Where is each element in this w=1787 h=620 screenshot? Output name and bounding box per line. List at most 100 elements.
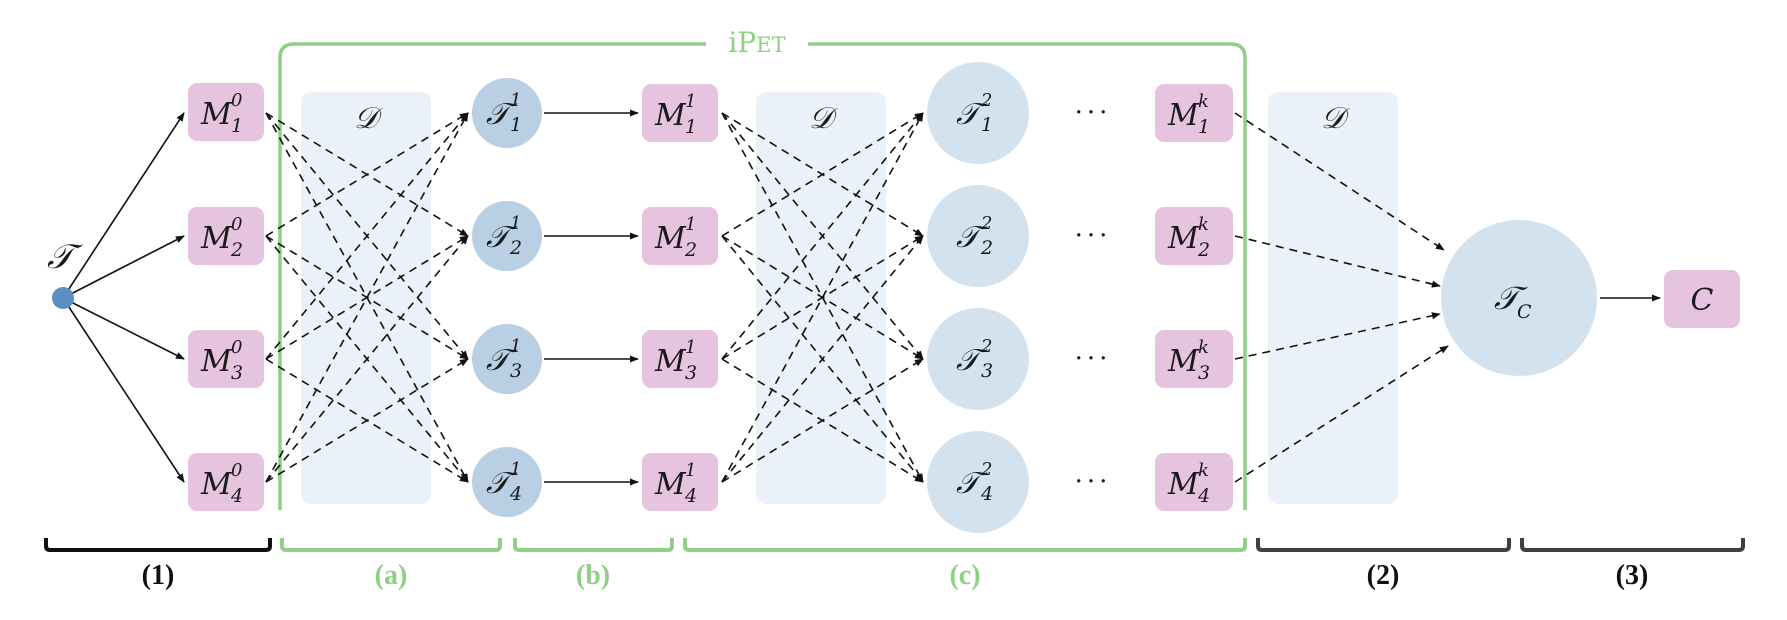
svg-text:2: 2: [980, 237, 993, 259]
svg-text:4: 4: [684, 485, 697, 507]
genk-model-3: M k 3: [1155, 330, 1233, 388]
svg-text:M: M: [1167, 98, 1200, 133]
edges: [62, 109, 1661, 486]
edge-gen0-4-to-task1-3: [265, 358, 469, 483]
genk-model-1: M k 1: [1155, 84, 1233, 142]
task2-1: 𝒯 2 1: [927, 62, 1029, 164]
edge-input-to-gen0-4: [62, 297, 185, 483]
gen0-model-2: M 0 2: [188, 207, 264, 265]
task2-2: 𝒯 2 2: [927, 185, 1029, 287]
bracket-2: [1256, 538, 1511, 552]
stage-label-2: (2): [1367, 560, 1400, 591]
svg-text:M: M: [1167, 344, 1200, 379]
task1-2: 𝒯 1 2: [472, 201, 542, 271]
svg-text:2: 2: [980, 213, 992, 234]
dots-row-2: ···: [1075, 221, 1112, 251]
svg-text:1: 1: [510, 114, 522, 136]
edge-input-to-gen0-3: [62, 297, 185, 360]
svg-text:2: 2: [980, 90, 992, 111]
svg-text:k: k: [1198, 214, 1209, 235]
genk-model-2: M k 2: [1155, 207, 1233, 265]
svg-text:2: 2: [684, 239, 697, 261]
edge-gen1-2-to-task2-1: [721, 112, 924, 237]
svg-text:3: 3: [1198, 362, 1210, 384]
svg-text:3: 3: [685, 362, 697, 384]
dots-row-4: ···: [1075, 467, 1112, 497]
task1-1: 𝒯 1 1: [472, 78, 542, 148]
svg-text:1: 1: [981, 114, 993, 136]
edge-input-to-gen0-1: [62, 112, 185, 299]
svg-text:2: 2: [980, 459, 992, 480]
svg-text:1: 1: [685, 91, 696, 112]
svg-text:M: M: [654, 467, 687, 502]
svg-text:3: 3: [981, 360, 993, 382]
task2-3: 𝒯 2 3: [927, 308, 1029, 410]
stage-label-c: (c): [949, 560, 980, 591]
input-task-label: 𝒯: [47, 237, 83, 277]
svg-text:M: M: [200, 221, 233, 256]
gen0-model-1: M 0 1: [188, 83, 264, 141]
gen1-model-3: M 1 3: [642, 330, 718, 388]
stage-label-b: (b): [576, 560, 610, 591]
svg-text:1: 1: [510, 459, 521, 480]
bracket-1: [44, 538, 272, 552]
svg-text:1: 1: [1198, 116, 1210, 138]
task1-3: 𝒯 1 3: [472, 324, 542, 394]
svg-text:M: M: [1167, 221, 1200, 256]
edge-gen0-3-to-task1-1: [265, 112, 469, 360]
edge-input-to-gen0-2: [62, 235, 185, 299]
bracket-c: [683, 538, 1247, 552]
svg-text:1: 1: [685, 214, 696, 235]
genk-model-4: M k 4: [1155, 453, 1233, 511]
input-dot: [52, 287, 74, 309]
dataset-panel-2: [1268, 92, 1398, 504]
svg-text:0: 0: [231, 460, 242, 481]
svg-text:3: 3: [231, 362, 243, 384]
edge-genk-4-to-final: [1234, 345, 1449, 483]
edge-gen0-2-to-task1-1: [265, 112, 469, 237]
dots-row-3: ···: [1075, 344, 1112, 374]
svg-text:1: 1: [685, 337, 696, 358]
svg-text:1: 1: [510, 336, 521, 357]
gen0-model-4: M 0 4: [188, 453, 264, 511]
gen1-model-2: M 1 2: [642, 207, 718, 265]
svg-text:k: k: [1198, 91, 1209, 112]
ipet-frame: [278, 42, 1247, 510]
edge-gen0-4-to-task1-2: [265, 235, 469, 483]
edge-gen1-4-to-task2-3: [721, 358, 924, 483]
svg-text:k: k: [1198, 460, 1209, 481]
svg-text:4: 4: [980, 483, 993, 505]
stage-label-3: (3): [1616, 560, 1649, 591]
task1-4: 𝒯 1 4: [472, 447, 542, 517]
svg-text:0: 0: [231, 337, 242, 358]
svg-text:1: 1: [685, 116, 697, 138]
svg-text:M: M: [654, 98, 687, 133]
svg-text:1: 1: [510, 90, 521, 111]
svg-text:3: 3: [510, 360, 522, 382]
edge-gen0-4-to-task1-1: [265, 112, 469, 483]
edge-gen1-4-to-task2-1: [721, 112, 924, 483]
edge-gen1-4-to-task2-2: [721, 235, 924, 483]
svg-text:M: M: [654, 221, 687, 256]
bracket-b: [513, 538, 674, 552]
svg-text:2: 2: [230, 239, 243, 261]
svg-text:2: 2: [980, 336, 992, 357]
svg-text:M: M: [200, 467, 233, 502]
svg-text:M: M: [200, 344, 233, 379]
svg-text:M: M: [1167, 467, 1200, 502]
gen0-model-3: M 0 3: [188, 330, 264, 388]
task2-4: 𝒯 2 4: [927, 431, 1029, 533]
svg-text:4: 4: [230, 485, 243, 507]
svg-text:1: 1: [231, 115, 243, 137]
svg-text:0: 0: [231, 90, 242, 111]
gen1-model-1: M 1 1: [642, 84, 718, 142]
svg-text:M: M: [200, 97, 233, 132]
edge-gen1-3-to-task2-1: [721, 112, 924, 360]
edge-genk-3-to-final: [1234, 312, 1441, 360]
bracket-3: [1520, 538, 1745, 552]
bracket-a: [280, 538, 502, 552]
svg-text:C: C: [1691, 283, 1714, 318]
stage-label-a: (a): [375, 560, 408, 591]
stage-label-1: (1): [142, 560, 175, 591]
svg-text:4: 4: [509, 483, 522, 505]
